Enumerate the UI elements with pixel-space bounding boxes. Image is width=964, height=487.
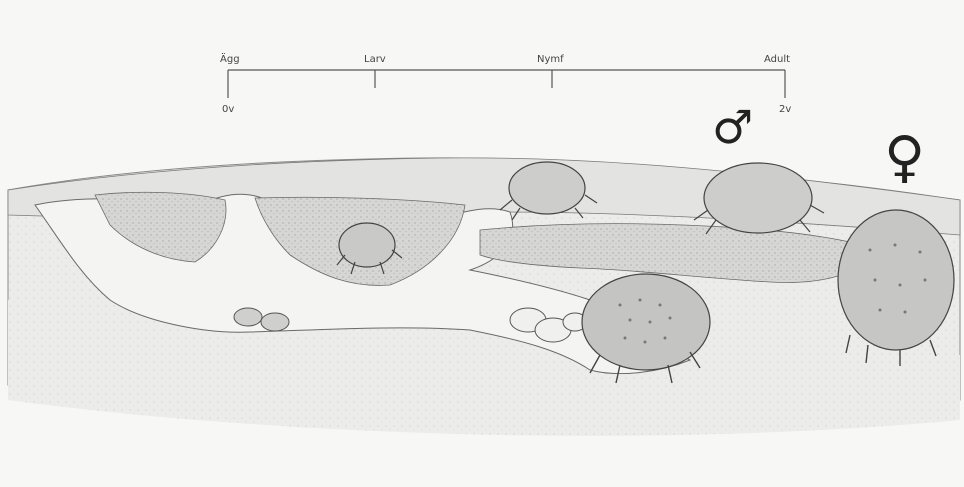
- timeline-end-label: 2v: [779, 104, 791, 115]
- timeline-start-label: 0v: [222, 104, 234, 115]
- timeline-stage-adult: Adult: [764, 54, 790, 65]
- timeline-stage-larva: Larv: [364, 54, 386, 65]
- male-symbol-icon: ♂: [712, 104, 753, 150]
- timeline-stage-egg: Ägg: [220, 54, 240, 65]
- timeline-axis: [228, 70, 785, 98]
- female-symbol-icon: ♀: [884, 130, 925, 186]
- timeline-stage-nymph: Nymf: [537, 54, 564, 65]
